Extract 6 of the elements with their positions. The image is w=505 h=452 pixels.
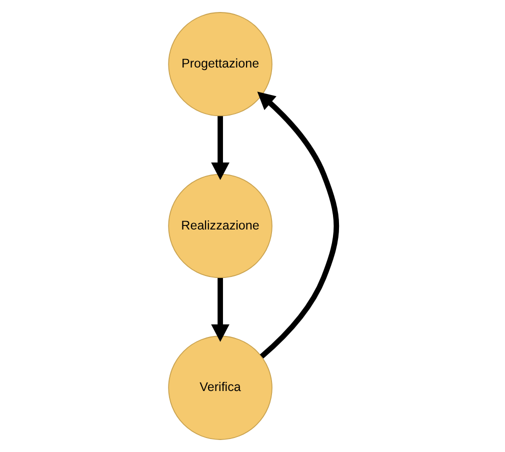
node-circle: Progettazione (168, 12, 272, 116)
node-circle: Verifica (168, 336, 272, 440)
node-circle: Realizzazione (168, 174, 272, 278)
arrow (257, 92, 340, 359)
arrow (211, 116, 230, 180)
arrow (211, 278, 230, 342)
